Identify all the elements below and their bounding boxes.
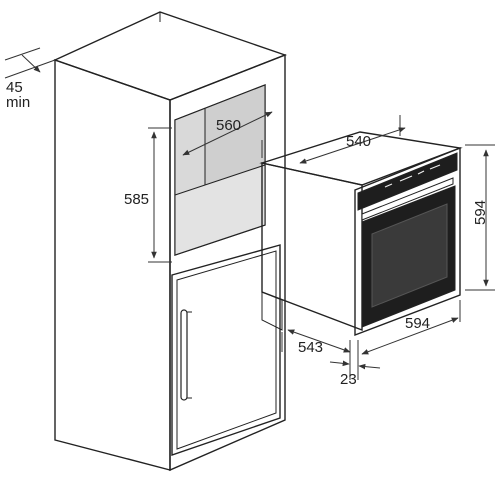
lower-cabinet-door [171,244,281,456]
control-panel [357,152,458,211]
label-oven-height: 594 [472,200,489,225]
dim-oven-height [465,144,495,291]
label-oven-body-depth: 543 [298,339,323,356]
oven-niche [174,83,266,256]
dim-niche-height [148,127,172,263]
label-oven-width: 594 [405,315,430,332]
label-front-thickness: 23 [340,371,357,388]
label-niche-width: 560 [216,117,241,134]
door-panel [171,244,281,456]
cabinet-top-face [53,11,288,101]
tall-cabinet [53,11,288,472]
oven-handle [361,177,454,221]
cabinet-front-face [169,53,286,472]
control-display [384,164,441,188]
label-clearance-unit: min [6,94,30,111]
oven-window [371,203,448,308]
oven-front-frame [354,146,461,337]
dim-front-thickness [329,340,381,380]
cabinet-side-face [54,59,171,471]
dim-niche-width [182,111,273,156]
dim-oven-width [357,300,461,362]
label-niche-height: 585 [124,191,149,208]
dim-oven-depth [261,115,406,164]
label-clearance-top: 45 [6,79,23,96]
dim-clearance-top [4,47,56,79]
label-oven-depth: 540 [346,133,371,150]
oven-unit [259,131,463,337]
dim-oven-body-depth [281,329,351,353]
door-handle [180,309,188,401]
